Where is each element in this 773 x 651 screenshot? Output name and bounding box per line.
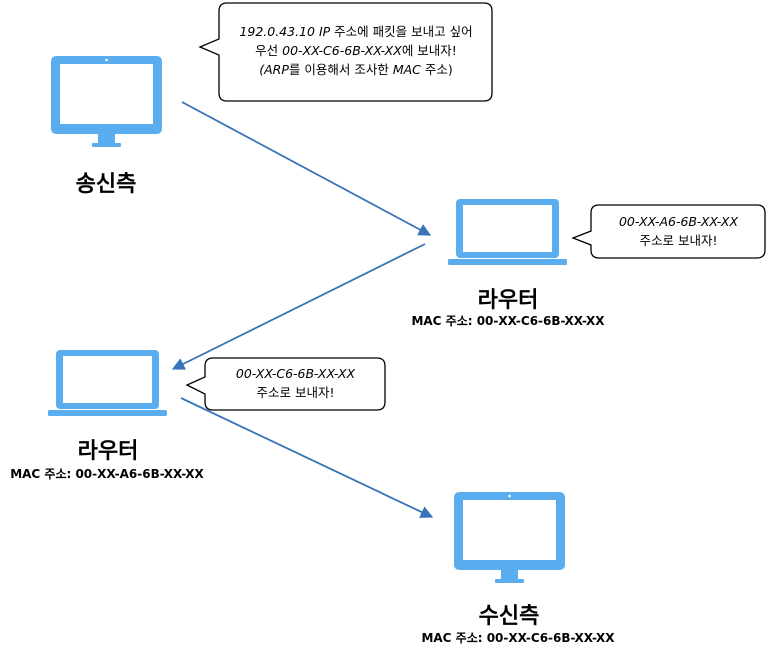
sender-label: 송신측 [75,172,137,197]
arp-text: (ARP [259,62,289,77]
next-hop-mac: 00-XX-C6-6B-XX-XX [282,43,402,58]
router2-speech-bubble [185,357,386,411]
sender-bubble-line-1-rest: 주소에 패킷을 보내고 싶어 [330,24,473,39]
sender-bubble-text: 192.0.43.10 IP 주소에 패킷을 보내고 싶어 우선 00-XX-C… [222,22,490,79]
router2-bubble-line-2: 주소로 보내자! [256,385,335,400]
receiver-mac-address: MAC 주소: 00-XX-C6-6B-XX-XX [421,631,615,645]
router2-bubble-text: 00-XX-C6-6B-XX-XX 주소로 보내자! [208,364,383,402]
laptop-icon [48,350,167,416]
arrow-router2-to-receiver [180,397,434,518]
router2-bubble-mac: 00-XX-C6-6B-XX-XX [235,366,356,381]
arrow-router1-to-router2 [171,243,426,370]
sender-bubble-line-2: 우선 00-XX-C6-6B-XX-XX에 보내자! [222,41,490,60]
sender-bubble-line-3-mid: 를 이용해서 조사한 [288,62,393,77]
mac-text: MAC [392,62,421,77]
sender-speech-bubble [198,2,493,102]
router1-speech-bubble [571,204,766,259]
desktop-monitor-icon [51,56,162,147]
target-ip: 192.0.43.10 IP [239,24,331,39]
laptop-icon [448,199,567,265]
router2-label: 라우터 [77,439,139,464]
arrow-sender-to-router1 [181,101,432,236]
router1-bubble-text: 00-XX-A6-6B-XX-XX 주소로 보내자! [594,212,763,250]
receiver-label: 수신측 [478,604,540,629]
sender-bubble-line-3-close: 주소) [420,62,453,77]
sender-bubble-line-1: 192.0.43.10 IP 주소에 패킷을 보내고 싶어 [222,22,490,41]
sender-bubble-line-2-pre: 우선 [255,43,283,58]
sender-bubble-line-3: (ARP를 이용해서 조사한 MAC 주소) [222,60,490,79]
router1-label: 라우터 [477,288,539,313]
router2-mac-address: MAC 주소: 00-XX-A6-6B-XX-XX [10,467,204,481]
sender-bubble-line-2-post: 에 보내자! [401,43,457,58]
router1-bubble-line-2: 주소로 보내자! [639,233,718,248]
desktop-monitor-icon [454,492,565,583]
router1-mac-address: MAC 주소: 00-XX-C6-6B-XX-XX [411,314,605,328]
router1-bubble-mac: 00-XX-A6-6B-XX-XX [618,214,739,229]
